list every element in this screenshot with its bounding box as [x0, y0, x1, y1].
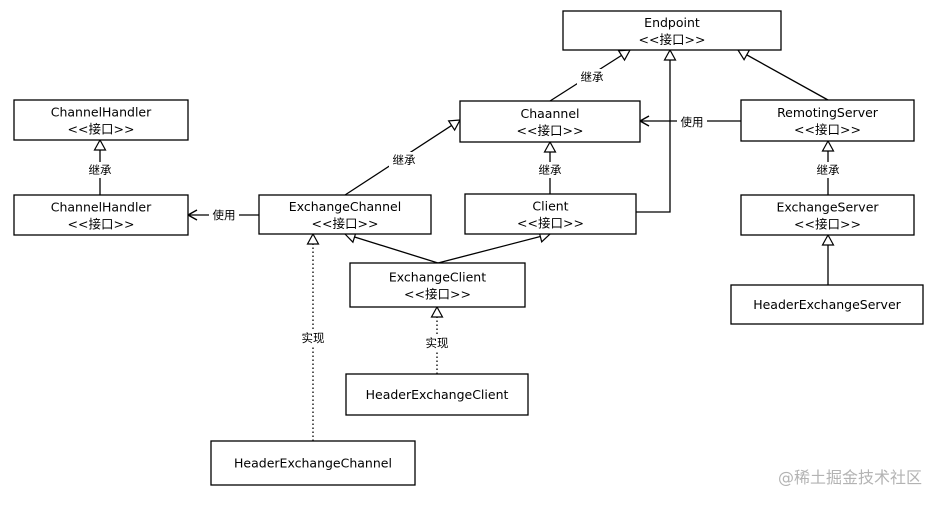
hollow-triangle-arrowhead	[821, 233, 835, 246]
node-stereotype: <<接口>>	[794, 122, 861, 137]
edge-label-header-client-implements-exchange-client: 实现	[422, 335, 452, 351]
node-box	[210, 440, 416, 486]
node-box	[13, 194, 189, 236]
node-exchange-channel: ExchangeChannel <<接口>>	[258, 194, 432, 235]
node-channel-handler-top: ChannelHandler <<接口>>	[13, 99, 189, 141]
hollow-triangle-arrowhead	[430, 305, 444, 318]
edge-remoting-server-to-endpoint	[736, 49, 829, 101]
node-title: Client	[532, 199, 568, 214]
edge-label-background	[298, 330, 328, 346]
edge-label: 继承	[817, 163, 840, 177]
hollow-triangle-arrowhead	[306, 232, 320, 245]
node-title: ExchangeChannel	[289, 199, 401, 214]
edge-label-handler-bottom-to-handler-top: 继承	[85, 162, 115, 178]
edge-label-background	[209, 207, 239, 223]
node-box	[464, 193, 637, 235]
edge-label-exchange-channel-uses-handler: 使用	[209, 207, 239, 223]
edge-label-exchange-server-to-remoting-server: 继承	[813, 162, 843, 178]
edge-label-background	[422, 335, 452, 351]
edge-label-background	[577, 69, 607, 85]
hollow-triangle-arrowhead	[543, 140, 557, 153]
node-exchange-client: ExchangeClient <<接口>>	[349, 262, 526, 308]
node-stereotype: <<接口>>	[68, 122, 135, 137]
edge-client-to-endpoint	[636, 48, 677, 213]
hollow-triangle-arrowhead	[93, 138, 107, 151]
nodes-layer: Endpoint<<接口>>Chaannel<<接口>>RemotingServ…	[13, 10, 924, 486]
edge-label: 实现	[426, 336, 449, 350]
node-header-exchange-server: HeaderExchangeServer	[730, 284, 924, 325]
edge-label: 继承	[539, 163, 562, 177]
node-title: HeaderExchangeServer	[753, 297, 901, 312]
edge-label-background	[85, 162, 115, 178]
node-title: ExchangeServer	[776, 200, 879, 215]
edge-header-server-to-exchange-server	[821, 233, 835, 285]
edge-labels-layer: 继承使用继承继承继承继承使用实现实现	[85, 69, 843, 351]
node-box	[258, 194, 432, 235]
node-stereotype: <<接口>>	[794, 217, 861, 232]
node-header-exchange-client: HeaderExchangeClient	[345, 373, 529, 416]
node-box	[740, 99, 915, 142]
node-stereotype: <<接口>>	[68, 217, 135, 232]
edge-label: 使用	[681, 115, 704, 129]
edge-label-background	[677, 114, 707, 130]
node-client: Client <<接口>>	[464, 193, 637, 235]
edge-line	[344, 233, 439, 264]
edge-label-background	[813, 162, 843, 178]
edge-label-header-channel-implements-exchange-channel: 实现	[298, 330, 328, 346]
hollow-triangle-arrowhead	[663, 48, 677, 61]
hollow-triangle-arrowhead	[821, 139, 835, 152]
node-stereotype: <<接口>>	[312, 216, 379, 231]
node-stereotype: <<接口>>	[517, 216, 584, 231]
node-remoting-server: RemotingServer <<接口>>	[740, 99, 915, 142]
edge-label: 继承	[89, 163, 112, 177]
edge-line	[437, 233, 551, 264]
edge-label-background	[535, 162, 565, 178]
edge-label-background	[389, 152, 419, 168]
node-stereotype: <<接口>>	[517, 123, 584, 138]
node-stereotype: <<接口>>	[639, 32, 706, 47]
node-title: Chaannel	[521, 106, 580, 121]
edge-label-client-to-chaannel: 继承	[535, 162, 565, 178]
node-title: HeaderExchangeChannel	[234, 456, 392, 471]
node-box	[349, 262, 526, 308]
edge-label-exchange-channel-to-chaannel: 继承	[389, 152, 419, 168]
node-title: Endpoint	[644, 15, 700, 30]
edge-line	[737, 49, 829, 101]
node-title: ExchangeClient	[389, 270, 486, 285]
node-exchange-server: ExchangeServer <<接口>>	[740, 194, 915, 236]
node-box	[730, 284, 924, 325]
node-stereotype: <<接口>>	[404, 287, 471, 302]
node-header-exchange-channel: HeaderExchangeChannel	[210, 440, 416, 486]
edge-line	[636, 50, 671, 213]
watermark: @稀土掘金技术社区	[777, 468, 922, 487]
node-box	[459, 100, 641, 143]
edge-label: 使用	[213, 208, 236, 222]
node-box	[345, 373, 529, 416]
node-box	[13, 99, 189, 141]
node-channel-handler-bottom: ChannelHandler <<接口>>	[13, 194, 189, 236]
edge-label-chaannel-to-endpoint: 继承	[577, 69, 607, 85]
hollow-triangle-arrowhead	[447, 119, 462, 132]
node-title: HeaderExchangeClient	[366, 387, 509, 402]
node-title: ChannelHandler	[51, 105, 152, 120]
edge-label: 继承	[393, 153, 416, 167]
node-endpoint: Endpoint <<接口>>	[562, 10, 782, 51]
edge-label-remoting-server-uses-chaannel: 使用	[677, 114, 707, 130]
edge-label: 继承	[581, 70, 604, 84]
node-box	[740, 194, 915, 236]
node-title: RemotingServer	[777, 105, 879, 120]
node-chaannel: Chaannel <<接口>>	[459, 100, 641, 143]
node-box	[562, 10, 782, 51]
edge-header-channel-implements-exchange-channel	[306, 232, 320, 441]
edge-label: 实现	[302, 331, 325, 345]
node-title: ChannelHandler	[51, 200, 152, 215]
